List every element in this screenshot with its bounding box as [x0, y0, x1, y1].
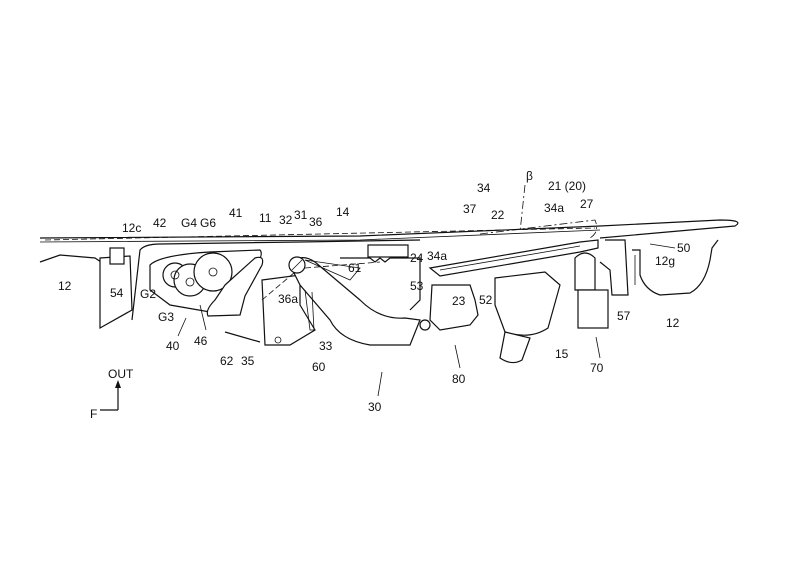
- arrow-46: [199, 304, 207, 331]
- label-41: 41: [229, 206, 243, 220]
- panel-22: [439, 245, 581, 271]
- label-30: 30: [368, 400, 382, 414]
- reference-arrows: [177, 243, 676, 397]
- label-36a: 36a: [278, 292, 298, 306]
- label-34a-top: 34a: [544, 201, 564, 215]
- bracket-57: [599, 239, 629, 296]
- label-34: 34: [477, 181, 491, 195]
- label-G4: G4: [181, 216, 197, 230]
- label-G2: G2: [140, 287, 156, 301]
- roller-80: [419, 319, 431, 331]
- guide-24: [367, 244, 409, 258]
- label-12-right: 12: [666, 316, 680, 330]
- unit-80: [429, 284, 479, 331]
- label-14: 14: [336, 205, 350, 219]
- label-50: 50: [677, 241, 691, 255]
- arrow-80: [454, 344, 461, 369]
- label-12-left: 12: [58, 279, 72, 293]
- arrow-30: [377, 371, 383, 397]
- label-24: 24: [410, 251, 424, 265]
- guide-61: [304, 259, 361, 281]
- label-54: 54: [110, 286, 124, 300]
- label-15: 15: [555, 347, 569, 361]
- arm-33: [289, 257, 421, 346]
- arrow-70: [595, 336, 601, 359]
- label-42: 42: [153, 216, 167, 230]
- label-40: 40: [166, 339, 180, 353]
- beta-line: [479, 219, 598, 239]
- hidden-lines: [261, 261, 381, 301]
- label-21-20: 21 (20): [548, 179, 586, 193]
- label-70: 70: [590, 361, 604, 375]
- gear-G2-hub: [170, 270, 180, 280]
- label-80: 80: [452, 372, 466, 386]
- label-G6: G6: [200, 216, 216, 230]
- link-60-pin: [274, 336, 282, 344]
- label-37: 37: [463, 202, 477, 216]
- rail-right: [632, 239, 719, 296]
- front-label: F: [90, 407, 97, 421]
- label-46: 46: [194, 334, 208, 348]
- label-34a-left: 34a: [427, 249, 447, 263]
- label-12g: 12g: [655, 254, 675, 268]
- rack-53: [340, 257, 421, 311]
- label-35: 35: [241, 354, 255, 368]
- lever-35: [206, 256, 264, 317]
- label-33: 33: [319, 339, 333, 353]
- arrow-40: [177, 317, 187, 337]
- label-12c: 12c: [122, 221, 141, 235]
- direction-axis: OUT F: [90, 367, 134, 421]
- label-61: 61: [348, 261, 362, 275]
- pin-36a: [304, 289, 315, 331]
- panel-34: [428, 239, 599, 277]
- pivot-slot: [291, 259, 303, 271]
- label-22: 22: [491, 208, 505, 222]
- label-36: 36: [309, 215, 323, 229]
- unit-70-bottom: [577, 289, 609, 329]
- label-31: 31: [294, 208, 308, 222]
- label-60: 60: [312, 360, 326, 374]
- label-beta: β: [526, 169, 533, 183]
- roof-panel: [39, 219, 739, 243]
- label-11: 11: [259, 211, 272, 225]
- label-23: 23: [452, 294, 466, 308]
- gear-G6: [193, 252, 233, 292]
- motor-15-shaft: [499, 331, 531, 364]
- arrow-50: [649, 243, 676, 249]
- spring-62: [224, 331, 261, 343]
- label-57: 57: [617, 309, 631, 323]
- label-G3: G3: [158, 310, 174, 324]
- clip-12c: [109, 247, 125, 265]
- out-label: OUT: [108, 367, 134, 381]
- housing: [131, 239, 421, 321]
- motor-15: [494, 271, 561, 336]
- reference-numerals: β 21 (20) 34 37 22 34a 27 34a 14 11 32 3…: [58, 169, 691, 414]
- label-52: 52: [479, 293, 493, 307]
- label-27: 27: [580, 197, 594, 211]
- gear-G4-hub: [185, 277, 195, 287]
- label-32: 32: [279, 213, 293, 227]
- arrowhead-icon: [115, 380, 121, 388]
- gear-G6-hub: [208, 267, 218, 277]
- unit-70-top: [574, 252, 596, 291]
- beta-leader: [519, 184, 526, 233]
- label-53: 53: [410, 279, 424, 293]
- label-62: 62: [220, 354, 234, 368]
